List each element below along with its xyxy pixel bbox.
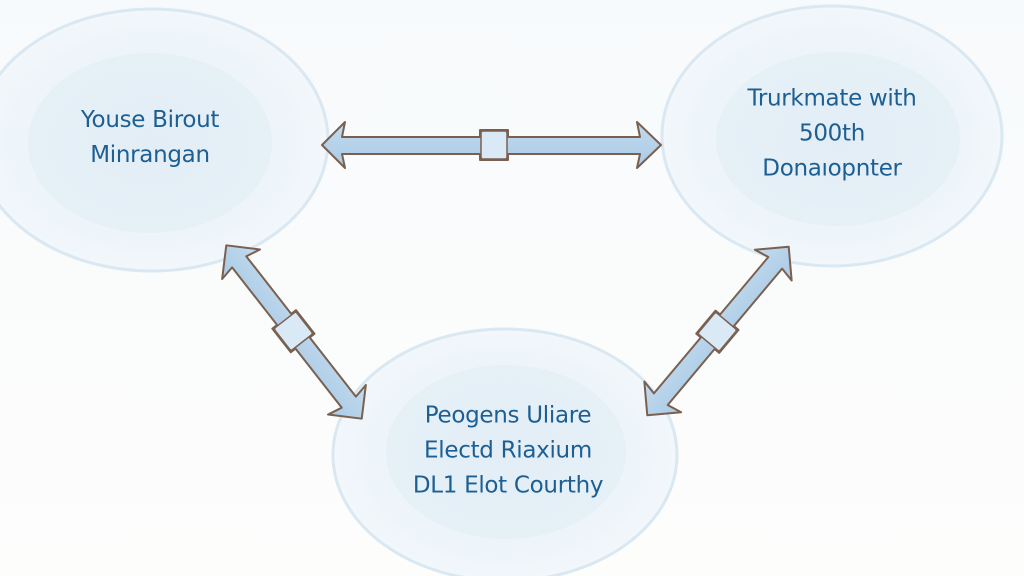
arrow-connector-right-diagonal (697, 312, 738, 352)
node-top-right-label: Trurkmate with 500th Donaıopnter (747, 82, 916, 187)
arrow-connector-left-diagonal (273, 311, 313, 351)
node-top-right-label-line-2: 500th (799, 120, 865, 147)
edge-top-left-bottom (221, 244, 367, 420)
node-top-right-inner (716, 52, 960, 226)
node-bottom-label: Peogens Uliare Electd Riaxium DL1 Elot C… (412, 399, 604, 504)
node-bottom-inner (386, 365, 626, 539)
node-bottom-label-line-2: Electd Riaxium (424, 437, 592, 464)
arrow-connector-horizontal (480, 130, 508, 160)
node-top-left-label-line-1: Youse Birout (80, 107, 220, 133)
node-top-left-inner (28, 53, 272, 233)
node-top-left-label: Youse Birout Minrangan (80, 103, 220, 173)
node-bottom[interactable] (331, 327, 679, 576)
node-bottom-label-line-1: Peogens Uliare (424, 402, 592, 429)
edge-top-right-bottom (643, 245, 793, 417)
node-top-right-label-line-1: Trurkmate with (747, 85, 917, 112)
node-top-right[interactable] (660, 4, 1004, 268)
node-top-left[interactable] (0, 7, 330, 273)
node-top-right-label-line-3: Donaıopnter (762, 155, 902, 182)
node-top-left-label-line-2: Minrangan (90, 142, 210, 168)
node-bottom-label-line-3: DL1 Elot Courthy (412, 472, 604, 499)
edge-top-left-top-right (321, 121, 662, 169)
